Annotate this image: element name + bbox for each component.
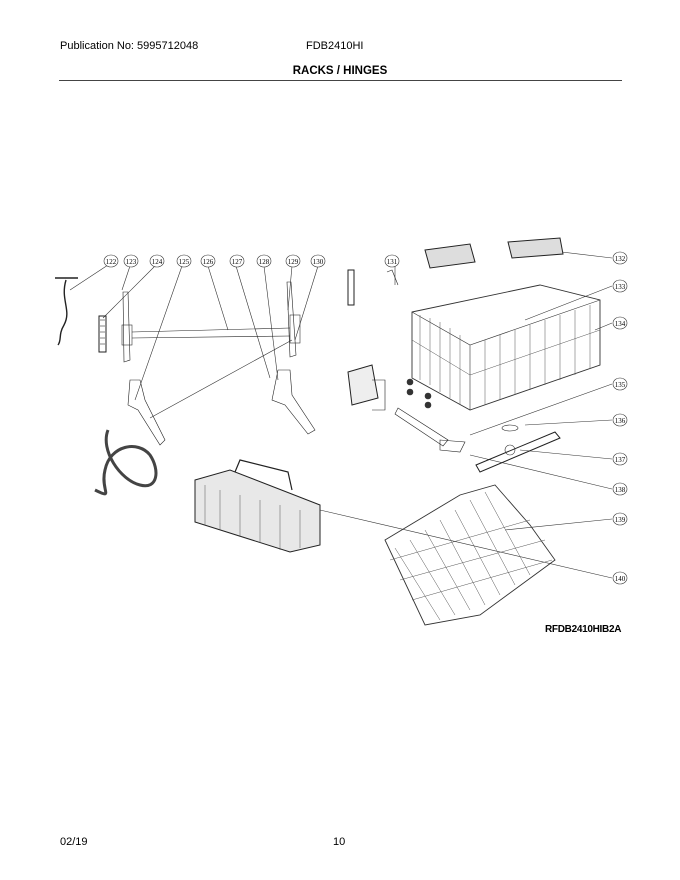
callout-124: 124 [152,258,163,266]
callout-135: 135 [615,381,626,389]
callout-125: 125 [179,258,190,266]
callout-123: 123 [126,258,137,266]
diagram-reference-code: RFDB2410HIB2A [545,624,622,635]
callout-139: 139 [615,516,626,524]
page-number: 10 [333,836,346,848]
title-divider [59,80,622,81]
callout-131: 131 [387,258,398,266]
callout-129: 129 [288,258,299,266]
callout-122: 122 [106,258,117,266]
callout-134: 134 [615,320,626,328]
callout-132: 132 [615,255,626,263]
page-title: RACKS / HINGES [292,65,388,77]
callout-133: 133 [615,283,626,291]
callout-137: 137 [615,456,626,464]
callout-126: 126 [203,258,214,266]
callout-136: 136 [615,417,626,425]
callout-138: 138 [615,486,626,494]
callout-128: 128 [259,258,270,266]
model-number: FDB2410HI [306,40,364,52]
callout-140: 140 [615,575,626,583]
publication-number: Publication No: 5995712048 [60,40,199,52]
footer-date: 02/19 [60,836,88,848]
callout-127: 127 [232,258,243,266]
callout-130: 130 [313,258,324,266]
